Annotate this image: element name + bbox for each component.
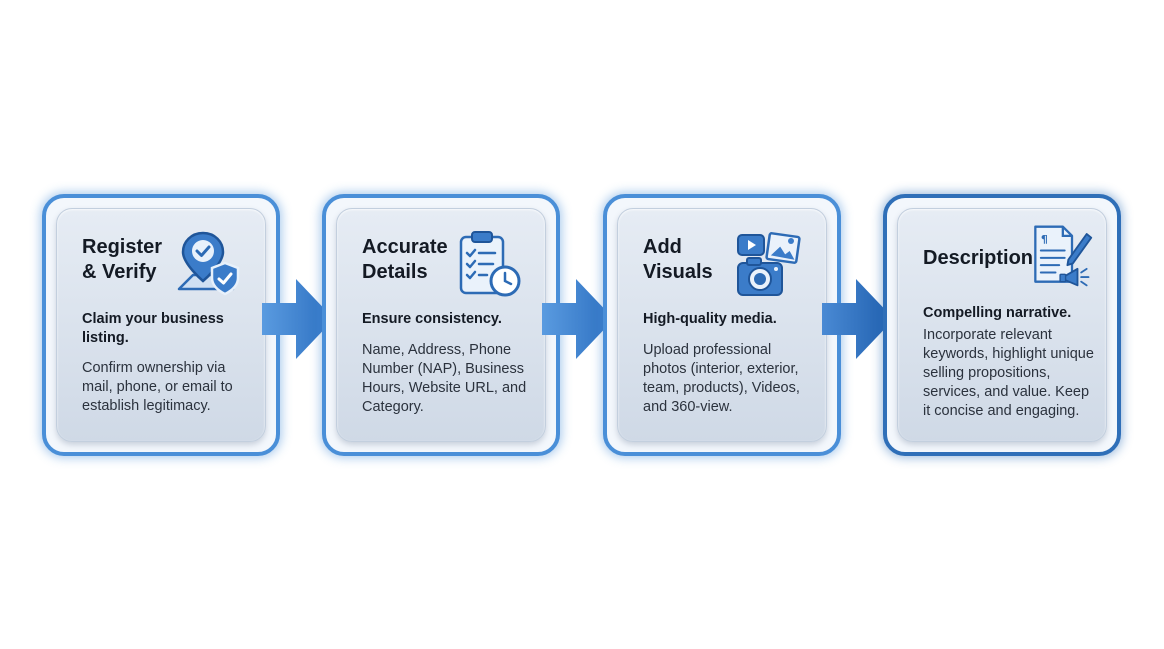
- step-subtitle: Claim your business listing.: [82, 311, 224, 346]
- step-card-panel: Add Visuals High-quality media. Upload p…: [617, 208, 827, 442]
- flow-arrow-icon: [542, 276, 616, 362]
- step-subtitle: Ensure consistency.: [362, 311, 502, 327]
- clipboard-checklist-clock-icon: [453, 229, 525, 301]
- step-title: Add Visuals: [643, 236, 713, 283]
- step-subtitle: Compelling narrative.: [923, 305, 1072, 321]
- step-title: Register & Verify: [82, 236, 163, 283]
- step-card-panel: Register & Verify Claim your business li…: [56, 208, 266, 442]
- camera-photo-video-icon: [734, 229, 806, 301]
- step-title: Accurate Details: [362, 236, 448, 283]
- step-card-add-visuals: Add Visuals High-quality media. Upload p…: [603, 194, 841, 456]
- step-description: Confirm ownership via mail, phone, or em…: [82, 360, 233, 414]
- step-description: Incorporate relevant keywords, highlight…: [923, 327, 1094, 419]
- step-card-panel: Description ¶ Compelling narrative. Inco…: [897, 208, 1107, 442]
- location-pin-check-shield-icon: [173, 229, 245, 301]
- step-title: Description: [923, 247, 1034, 269]
- step-subtitle: High-quality media.: [643, 311, 777, 327]
- step-description: Name, Address, Phone Number (NAP), Busin…: [362, 342, 527, 415]
- document-pen-megaphone-icon: ¶: [1028, 223, 1094, 289]
- step-card-description: Description ¶ Compelling narrative. Inco…: [883, 194, 1121, 456]
- step-card-panel: Accurate Details Ensure consistency. Nam…: [336, 208, 546, 442]
- step-card-accurate-details: Accurate Details Ensure consistency. Nam…: [322, 194, 560, 456]
- step-description: Upload professional photos (interior, ex…: [643, 342, 800, 415]
- flow-arrow-icon: [822, 276, 896, 362]
- svg-text:¶: ¶: [1041, 233, 1048, 246]
- flow-arrow-icon: [262, 276, 336, 362]
- step-card-register-verify: Register & Verify Claim your business li…: [42, 194, 280, 456]
